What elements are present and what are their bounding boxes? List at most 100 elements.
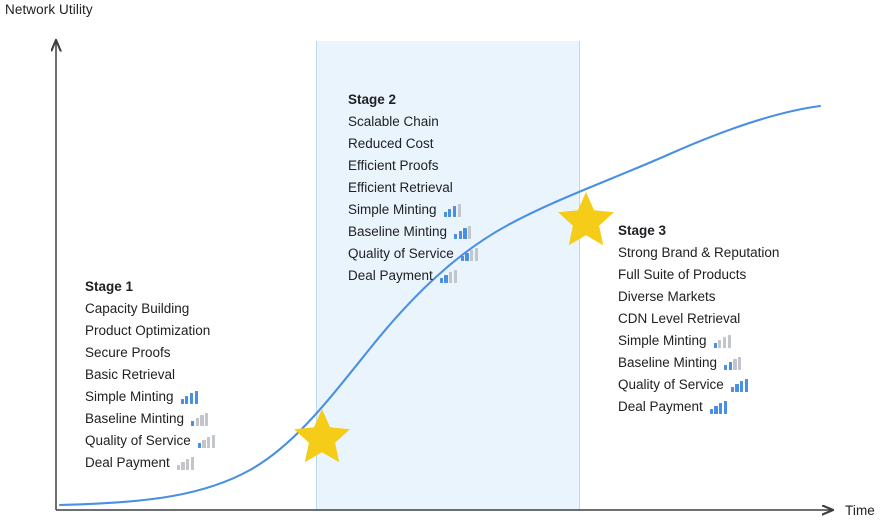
stage-item-label: Deal Payment: [618, 399, 703, 414]
stage-item: Simple Minting: [618, 330, 779, 352]
stage-item: Product Optimization: [85, 320, 215, 342]
stage-item-label: Quality of Service: [85, 433, 191, 448]
signal-bar-3: [740, 381, 744, 392]
stage-item-label: Capacity Building: [85, 301, 190, 316]
stage-item: Baseline Minting: [618, 352, 779, 374]
stage-item-label: Secure Proofs: [85, 345, 171, 360]
signal-bar-2: [718, 339, 722, 348]
stage-1-title: Stage 1: [85, 279, 134, 294]
stage-item: Secure Proofs: [85, 342, 215, 364]
signal-bar-4: [457, 203, 461, 217]
signal-strength-icon: [443, 203, 461, 217]
stage-item-label: Deal Payment: [85, 455, 170, 470]
signal-strength-icon: [197, 434, 215, 448]
signal-bar-4: [190, 456, 194, 470]
stage-item-label: Baseline Minting: [348, 224, 448, 239]
stage-item: Full Suite of Products: [618, 264, 779, 286]
signal-bar-3: [719, 403, 723, 414]
signal-bar-1: [197, 442, 201, 448]
signal-bar-3: [470, 250, 474, 261]
signal-bar-1: [724, 364, 728, 370]
signal-bar-4: [723, 400, 727, 414]
stage-item-label: Scalable Chain: [348, 114, 439, 129]
stage-item: Deal Payment: [348, 265, 478, 287]
signal-bar-2: [195, 417, 199, 426]
signal-bar-1: [443, 211, 447, 217]
stage-item: Simple Minting: [348, 199, 478, 221]
signal-bar-3: [207, 437, 211, 448]
stage-item: Baseline Minting: [85, 408, 215, 430]
signal-bar-1: [439, 277, 443, 283]
signal-strength-icon: [460, 247, 478, 261]
stage-item: Simple Minting: [85, 386, 215, 408]
stage-2-shaded-band: [316, 41, 580, 510]
stage-item-label: Efficient Proofs: [348, 158, 439, 173]
signal-bar-2: [735, 383, 739, 392]
stage-item: Efficient Retrieval: [348, 177, 478, 199]
signal-strength-icon: [439, 269, 457, 283]
signal-bar-4: [468, 225, 472, 239]
signal-strength-icon: [176, 456, 194, 470]
signal-strength-icon: [454, 225, 472, 239]
signal-bar-1: [180, 398, 184, 404]
stage-item-label: Strong Brand & Reputation: [618, 245, 780, 260]
signal-bar-2: [181, 461, 185, 470]
signal-bar-2: [448, 208, 452, 217]
stage-item: Strong Brand & Reputation: [618, 242, 779, 264]
stage-item: Quality of Service: [85, 430, 215, 452]
signal-strength-icon: [180, 390, 198, 404]
stage-item: Deal Payment: [85, 452, 215, 474]
signal-bar-2: [728, 361, 732, 370]
x-axis-label: Time: [845, 503, 875, 518]
signal-bar-2: [202, 439, 206, 448]
signal-bar-4: [744, 378, 748, 392]
signal-bar-4: [211, 434, 215, 448]
signal-bar-4: [205, 412, 209, 426]
signal-bar-2: [458, 230, 462, 239]
signal-bar-4: [194, 390, 198, 404]
signal-bar-4: [727, 334, 731, 348]
signal-bar-3: [449, 272, 453, 283]
stage-item-label: Simple Minting: [618, 333, 707, 348]
signal-bar-1: [713, 342, 717, 348]
signal-strength-icon: [713, 334, 731, 348]
stage-item: Capacity Building: [85, 298, 215, 320]
signal-bar-2: [444, 274, 448, 283]
stage-2-title: Stage 2: [348, 92, 397, 107]
stage-item-label: Deal Payment: [348, 268, 433, 283]
y-axis-label: Network Utility: [5, 2, 93, 17]
signal-bar-3: [189, 393, 194, 404]
signal-bar-2: [465, 252, 469, 261]
stage-item: CDN Level Retrieval: [618, 308, 779, 330]
signal-bar-1: [460, 255, 464, 261]
signal-bar-3: [463, 228, 467, 239]
signal-bar-2: [714, 405, 718, 414]
signal-bar-1: [191, 420, 195, 426]
signal-bar-2: [185, 395, 189, 404]
stage-item: Efficient Proofs: [348, 155, 478, 177]
signal-strength-icon: [724, 356, 742, 370]
stage-item-label: Baseline Minting: [85, 411, 185, 426]
signal-bar-3: [452, 206, 457, 217]
signal-strength-icon: [191, 412, 209, 426]
signal-bar-3: [733, 359, 737, 370]
stage-item-label: Quality of Service: [348, 246, 454, 261]
signal-bar-3: [722, 337, 727, 348]
stage-item-label: Quality of Service: [618, 377, 724, 392]
stage-item-label: Reduced Cost: [348, 136, 434, 151]
stage-item-label: Full Suite of Products: [618, 267, 747, 282]
signal-strength-icon: [730, 378, 748, 392]
stage-item: Baseline Minting: [348, 221, 478, 243]
stage-item-label: Basic Retrieval: [85, 367, 176, 382]
signal-bar-1: [454, 233, 458, 239]
stage-item: Deal Payment: [618, 396, 779, 418]
milestone-star-2: [558, 192, 614, 246]
stage-item-label: Simple Minting: [348, 202, 437, 217]
